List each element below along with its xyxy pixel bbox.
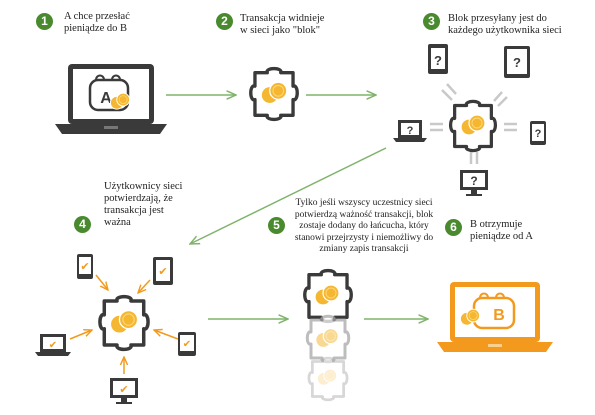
step-number-badge: 2 — [216, 13, 233, 30]
step-5-text: Tylko jeśli wszyscy uczestnicy sieci pot… — [294, 198, 434, 254]
step-4-text: Użytkownicy sieci potwierdzają, że trans… — [104, 181, 183, 228]
step-6-text: B otrzymuje pieniądze od A — [470, 219, 533, 242]
wallet-icon: A — [88, 74, 131, 112]
svg-text:?: ? — [407, 125, 414, 137]
step-number-badge: 3 — [423, 13, 440, 30]
laptop-wallet-b: B — [437, 282, 553, 352]
svg-text:✔: ✔ — [49, 340, 57, 351]
verification-network: ✔ ✔ ✔ ✔ ✔ — [35, 254, 196, 404]
tablet-icon: ✔ — [153, 257, 173, 285]
step-number-badge: 5 — [268, 217, 285, 234]
svg-text:✔: ✔ — [183, 339, 191, 350]
step-1-text: A chce przesłać pieniądze do B — [64, 11, 130, 34]
wallet-b-label: B — [493, 307, 505, 324]
monitor-icon: ✔ — [110, 378, 138, 404]
svg-text:✔: ✔ — [119, 383, 128, 396]
svg-text:?: ? — [470, 174, 477, 188]
laptop-icon: ✔ — [35, 334, 71, 356]
step-2-text: Transakcja widnieje w sieci jako "blok" — [240, 13, 325, 36]
laptop-wallet-a: A — [55, 64, 167, 134]
svg-text:?: ? — [535, 128, 542, 140]
step-number-badge: 4 — [74, 216, 91, 233]
block-puzzle — [248, 66, 300, 122]
monitor-icon: ? — [460, 170, 488, 196]
tablet-icon: ? — [428, 44, 448, 74]
step-3-text: Blok przesyłany jest do każdego użytkown… — [448, 13, 562, 36]
wallet-icon: B — [459, 292, 516, 330]
svg-text:?: ? — [513, 55, 521, 70]
signal-waves — [430, 83, 517, 164]
step-number-badge: 1 — [36, 13, 53, 30]
svg-text:✔: ✔ — [80, 260, 89, 273]
tablet-icon: ? — [504, 46, 530, 78]
wallet-a-label: A — [100, 90, 112, 107]
step-number-badge: 6 — [445, 219, 462, 236]
phone-icon: ✔ — [178, 332, 196, 356]
broadcast-network: ? ? ? ? ? — [393, 44, 546, 196]
phone-icon: ✔ — [77, 254, 93, 279]
svg-text:?: ? — [434, 53, 442, 68]
phone-icon: ? — [530, 121, 546, 145]
laptop-icon: ? — [393, 120, 427, 142]
flow-arrow — [190, 147, 387, 244]
svg-text:✔: ✔ — [158, 265, 167, 278]
blockchain-stack — [303, 268, 353, 402]
